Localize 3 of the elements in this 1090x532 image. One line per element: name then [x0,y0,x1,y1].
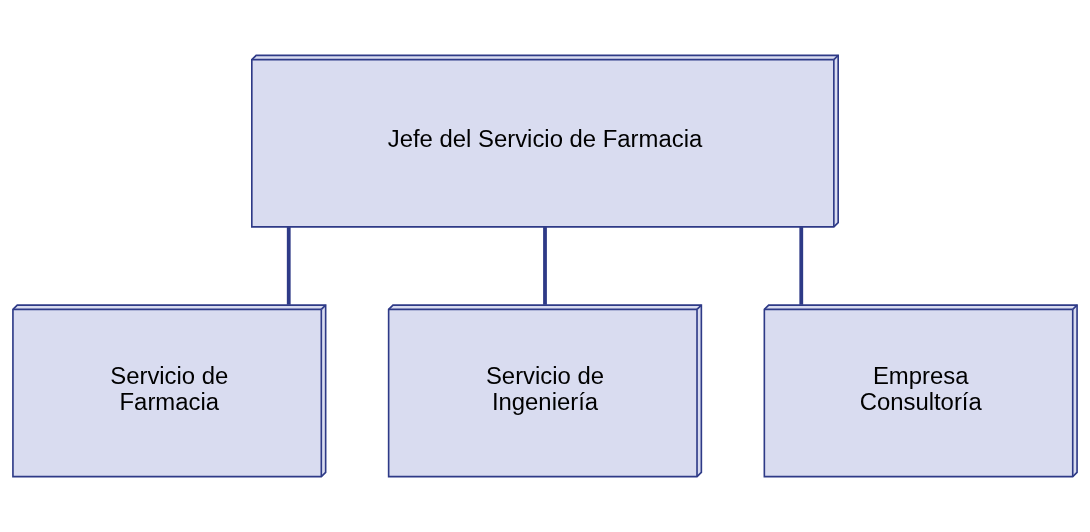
connector [543,227,547,305]
connector [799,227,804,305]
connector [286,227,291,305]
